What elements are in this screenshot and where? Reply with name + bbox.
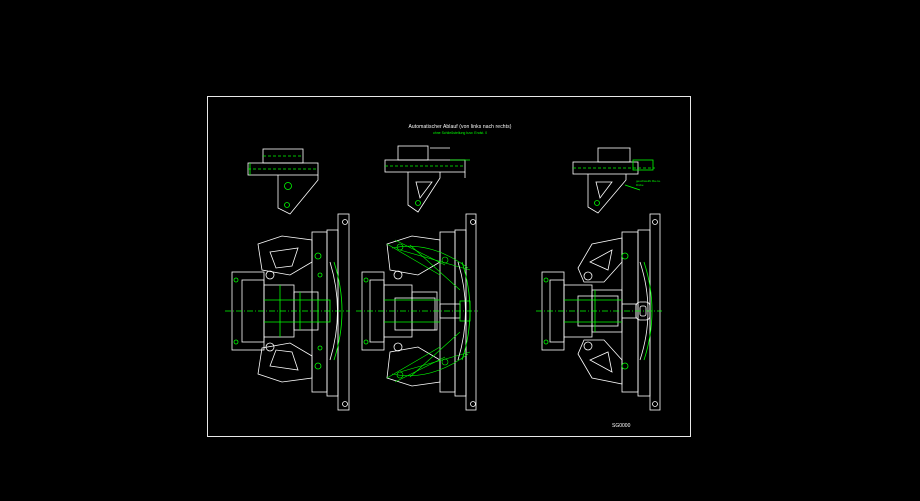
top-view-left bbox=[247, 148, 319, 215]
annotation-note: geschweißt Ra ca. Dicke bbox=[636, 179, 661, 187]
drawing-frame bbox=[207, 96, 691, 437]
assembly-view-right bbox=[536, 213, 662, 411]
drawing-number: SG0000 bbox=[612, 423, 631, 429]
top-view-right bbox=[572, 147, 655, 214]
assembly-view-left bbox=[225, 213, 350, 411]
drawing-title: Automatischer Ablauf (von links nach rec… bbox=[408, 124, 512, 130]
top-view-middle bbox=[384, 145, 470, 213]
assembly-view-middle bbox=[356, 213, 478, 411]
drawing-subtitle: ohne Schließstellung bzw. Endst. 0 bbox=[432, 131, 488, 135]
